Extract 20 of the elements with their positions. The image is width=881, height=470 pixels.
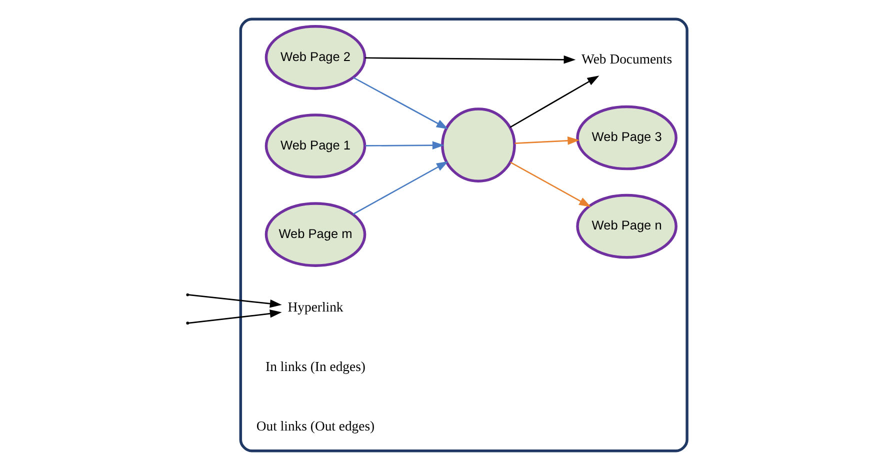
arrow [514,136,580,145]
label: Out links (Out edges) [256,418,375,434]
arrow [510,76,600,128]
node-ellipse: Web Page 2 [264,25,366,90]
arrow [353,76,448,130]
label: In links (In edges) [266,359,366,374]
node-ellipse: Web Page n [576,194,678,259]
arrow [365,55,576,64]
node-ellipse: Web Page 1 [264,114,366,178]
arrow [510,162,591,207]
arrow [188,294,282,308]
arrow [188,310,282,324]
cluster [239,18,688,452]
node-text: Web Documents [582,51,672,66]
node-circle [441,108,516,182]
node-ellipse: Web Page m [264,202,366,267]
node-ellipse: Web Page 3 [576,105,678,170]
arrow [365,141,444,150]
node-text: Hyperlink [288,300,344,315]
arrow [352,161,448,215]
